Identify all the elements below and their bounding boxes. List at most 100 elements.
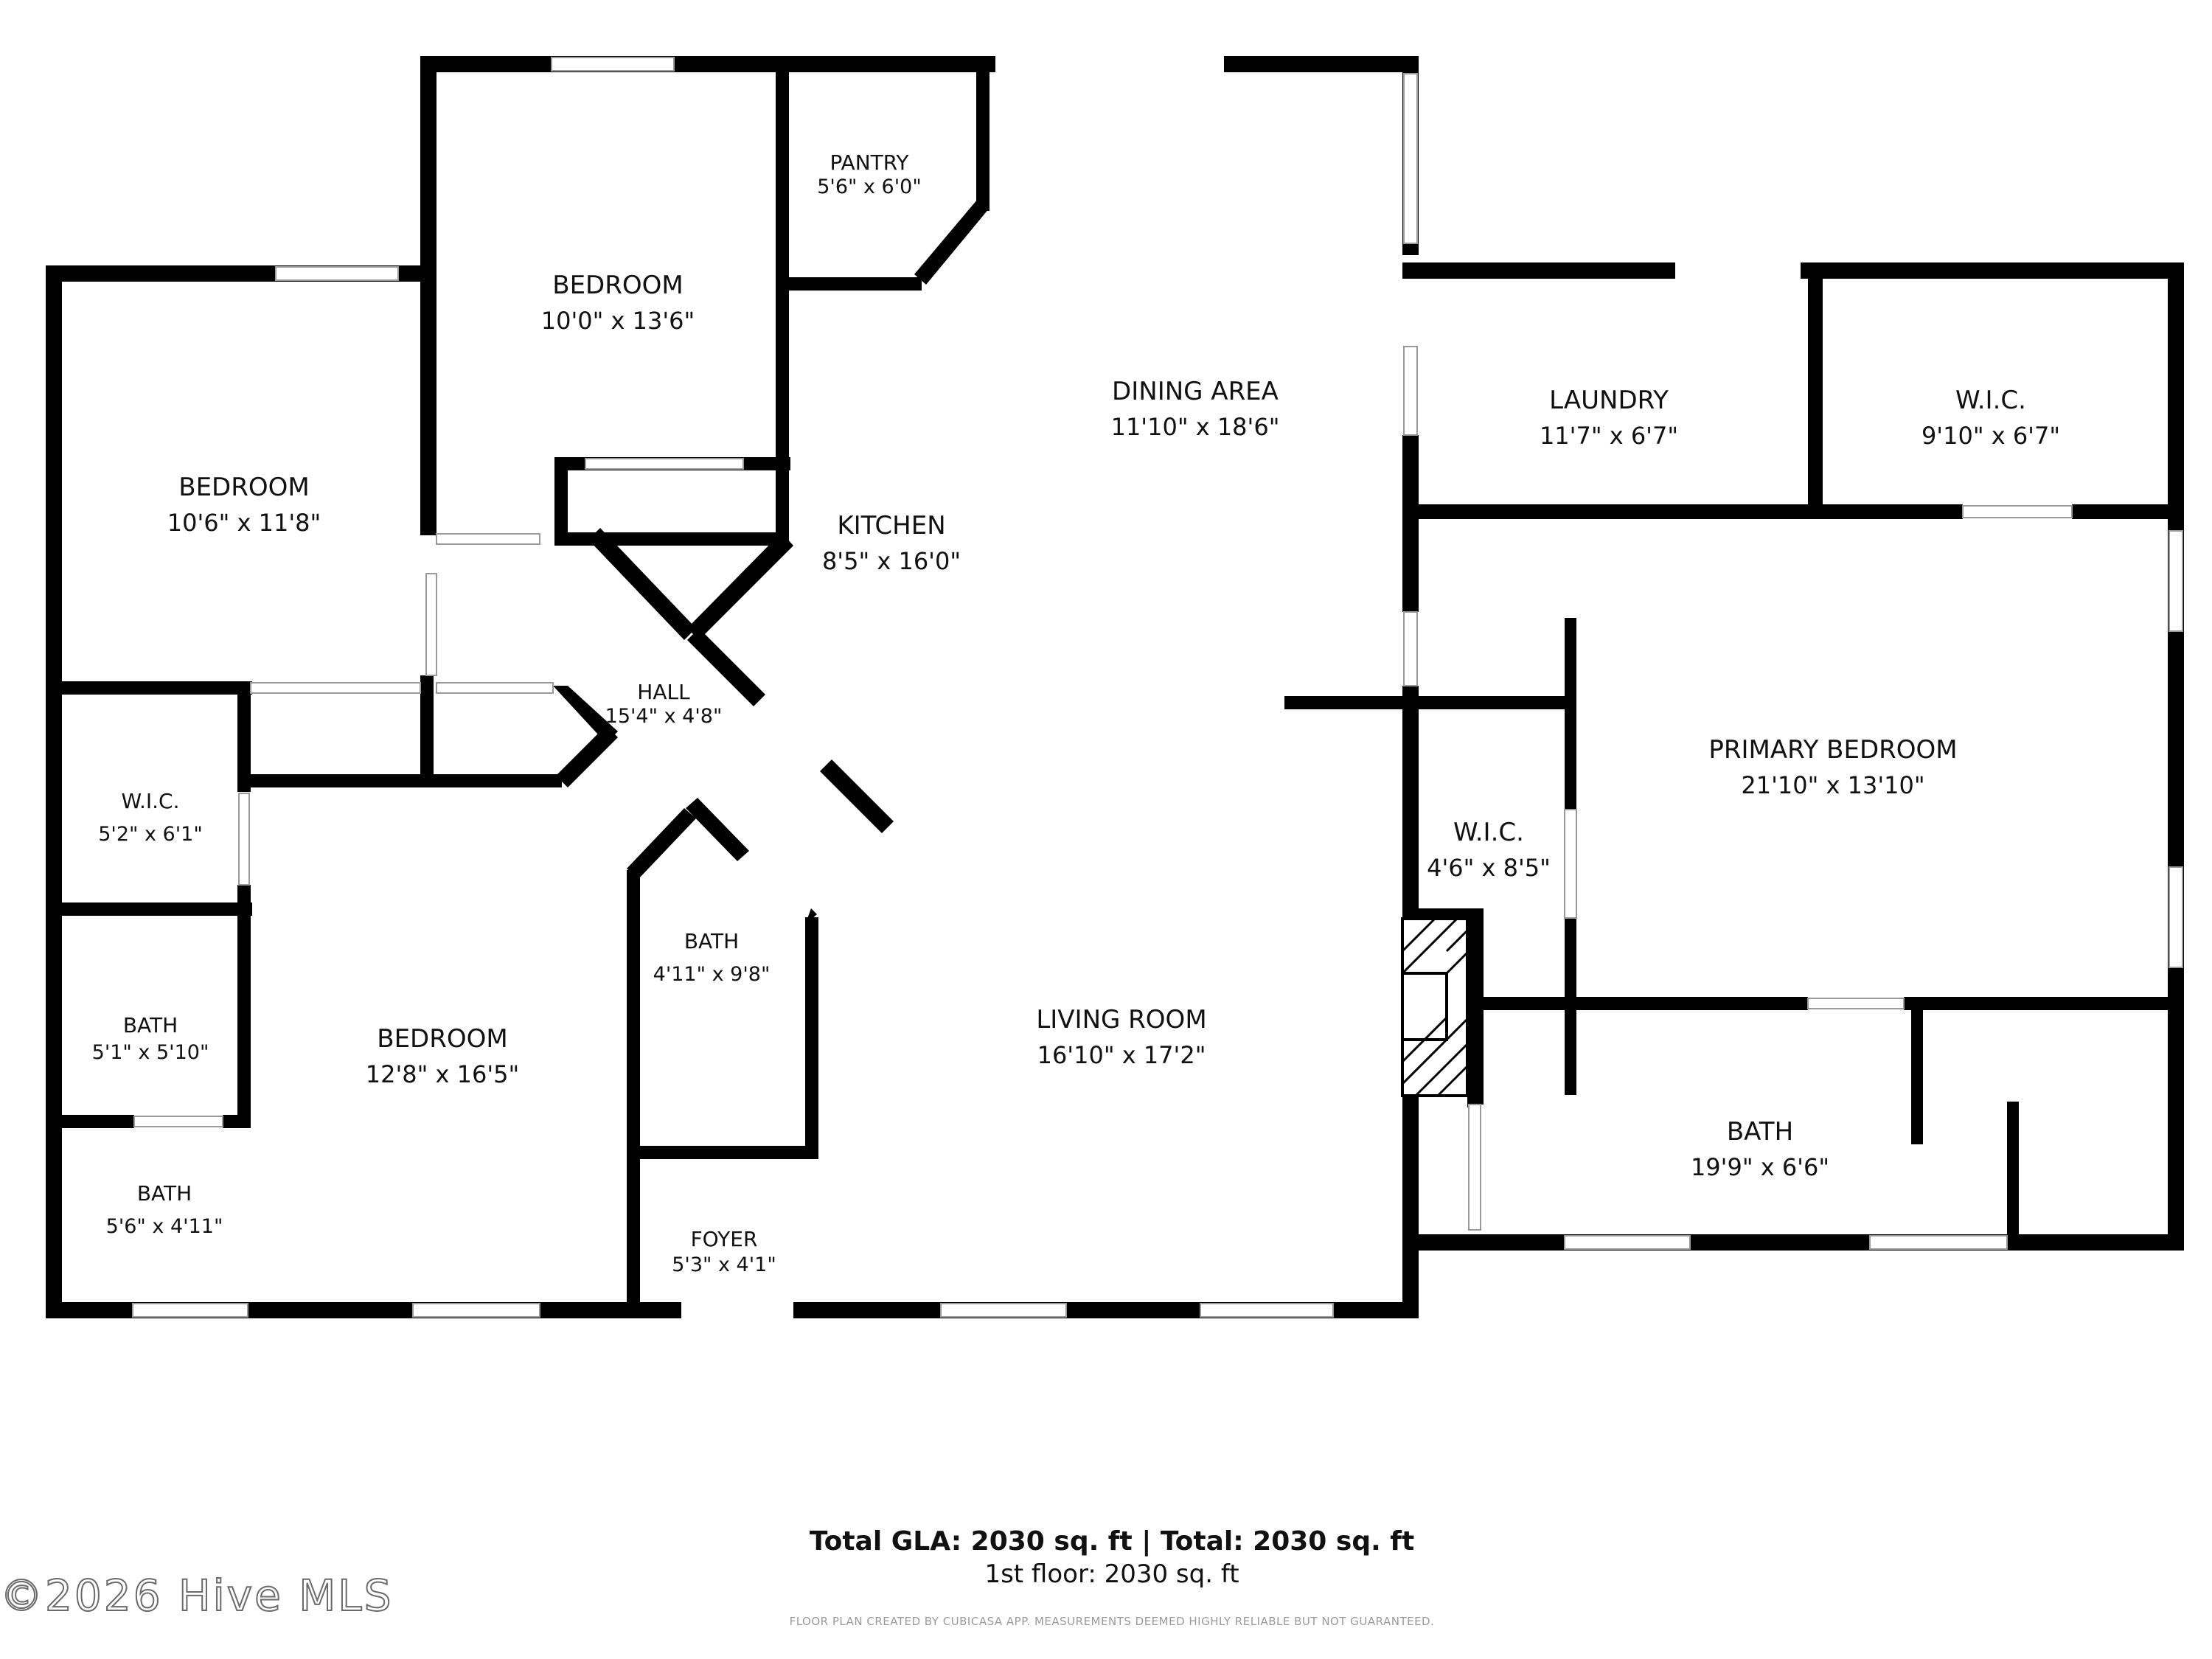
window [250,682,421,694]
fireplace [1401,917,1469,1097]
opening [995,53,1224,75]
wall [686,798,749,861]
wall [914,199,990,285]
room-name-primary-bedroom: PRIMARY BEDROOM [1708,735,1957,765]
room-name-foyer: FOYER [691,1227,758,1251]
window [133,1116,223,1127]
window [436,533,540,545]
room-name-bath-primary: BATH [1727,1117,1793,1147]
wall [1224,56,1417,72]
floor-area: 1st floor: 2030 sq. ft [984,1559,1239,1589]
wall [46,1115,134,1128]
wall [237,681,251,792]
wall [820,759,894,833]
wall [2168,262,2184,1251]
window [2168,530,2183,632]
wall [805,908,817,925]
wall [776,71,789,543]
window [1869,1235,2008,1250]
window [1807,998,1905,1009]
room-name-wic-primary: W.I.C. [1453,818,1524,847]
room-name-dining: DINING AREA [1112,377,1279,406]
wall [1402,435,1419,612]
window [425,573,437,676]
wall [1911,997,1923,1144]
window [436,682,554,694]
room-dims-living: 16'10" x 17'2" [1037,1041,1206,1069]
watermark: ©2026 Hive MLS [0,1571,393,1621]
wall [1476,997,1808,1010]
window [1962,505,2073,518]
wall [2007,1102,2019,1242]
wall [789,277,922,291]
room-name-bath-center: BATH [684,929,739,953]
wall [46,681,252,695]
room-dims-dining: 11'10" x 18'6" [1111,413,1280,441]
room-dims-bedroom-bottom: 12'8" x 16'5" [366,1060,519,1088]
window [1403,73,1418,244]
wall [1402,504,1963,519]
room-dims-bath-left-upper: 5'1" x 5'10" [92,1041,209,1064]
window [940,1303,1067,1318]
disclaimer: FLOOR PLAN CREATED BY CUBICASA APP. MEAS… [790,1615,1435,1628]
window [1200,1303,1334,1318]
wall [1565,618,1576,810]
wall [627,1146,818,1159]
wall [553,686,618,743]
wall [223,1115,251,1128]
room-dims-bath-center: 4'11" x 9'8" [653,963,771,986]
room-dims-bath-primary: 19'9" x 6'6" [1691,1153,1829,1181]
wall [687,532,793,640]
wall [554,457,568,546]
room-name-kitchen: KITCHEN [837,511,945,540]
wall [1801,262,2184,279]
room-dims-hall: 15'4" x 4'8" [605,705,723,728]
wall [1402,262,1675,279]
room-name-living: LIVING ROOM [1036,1005,1206,1034]
window [1468,1104,1481,1231]
wall [46,902,252,916]
wall [976,71,990,211]
room-name-bedroom-bottom: BEDROOM [377,1024,507,1054]
room-name-bath-left-lower: BATH [137,1181,192,1206]
room-dims-bath-left-lower: 5'6" x 4'11" [106,1215,223,1238]
total-area: Total GLA: 2030 sq. ft | Total: 2030 sq.… [810,1526,1414,1557]
room-name-hall: HALL [637,680,690,704]
wall [237,774,562,787]
wall [805,917,818,1159]
wall [687,628,765,706]
room-name-wic-right: W.I.C. [1955,386,2026,415]
room-dims-wic-right: 9'10" x 6'7" [1921,422,2060,450]
opening [1675,260,1801,282]
room-dims-wic-left: 5'2" x 6'1" [98,823,203,846]
wall [1402,1234,2184,1251]
wall [556,726,618,787]
wall [627,808,696,879]
window [551,57,675,72]
wall [420,56,437,535]
window [238,793,250,886]
wall [588,528,696,640]
window [412,1303,540,1318]
room-name-bath-left-upper: BATH [123,1013,178,1037]
window [2168,866,2183,968]
room-dims-primary-bedroom: 21'10" x 13'10" [1741,771,1924,799]
room-name-pantry: PANTRY [830,150,909,175]
room-name-laundry: LAUNDRY [1549,386,1669,415]
window [1564,809,1577,919]
room-name-wic-left: W.I.C. [122,789,180,813]
window [1403,611,1418,686]
wall [1808,262,1823,513]
room-dims-foyer: 5'3" x 4'1" [672,1253,776,1276]
room-dims-laundry: 11'7" x 6'7" [1540,422,1678,450]
room-name-bedroom-top: BEDROOM [552,271,683,300]
room-dims-bedroom-top: 10'0" x 13'6" [541,307,695,335]
window [1564,1235,1691,1250]
wall [1904,997,2184,1010]
wall [237,885,251,1128]
wall [627,870,640,1317]
room-name-bedroom-left: BEDROOM [178,473,309,502]
window [275,266,399,281]
room-dims-wic-primary: 4'6" x 8'5" [1427,854,1551,882]
